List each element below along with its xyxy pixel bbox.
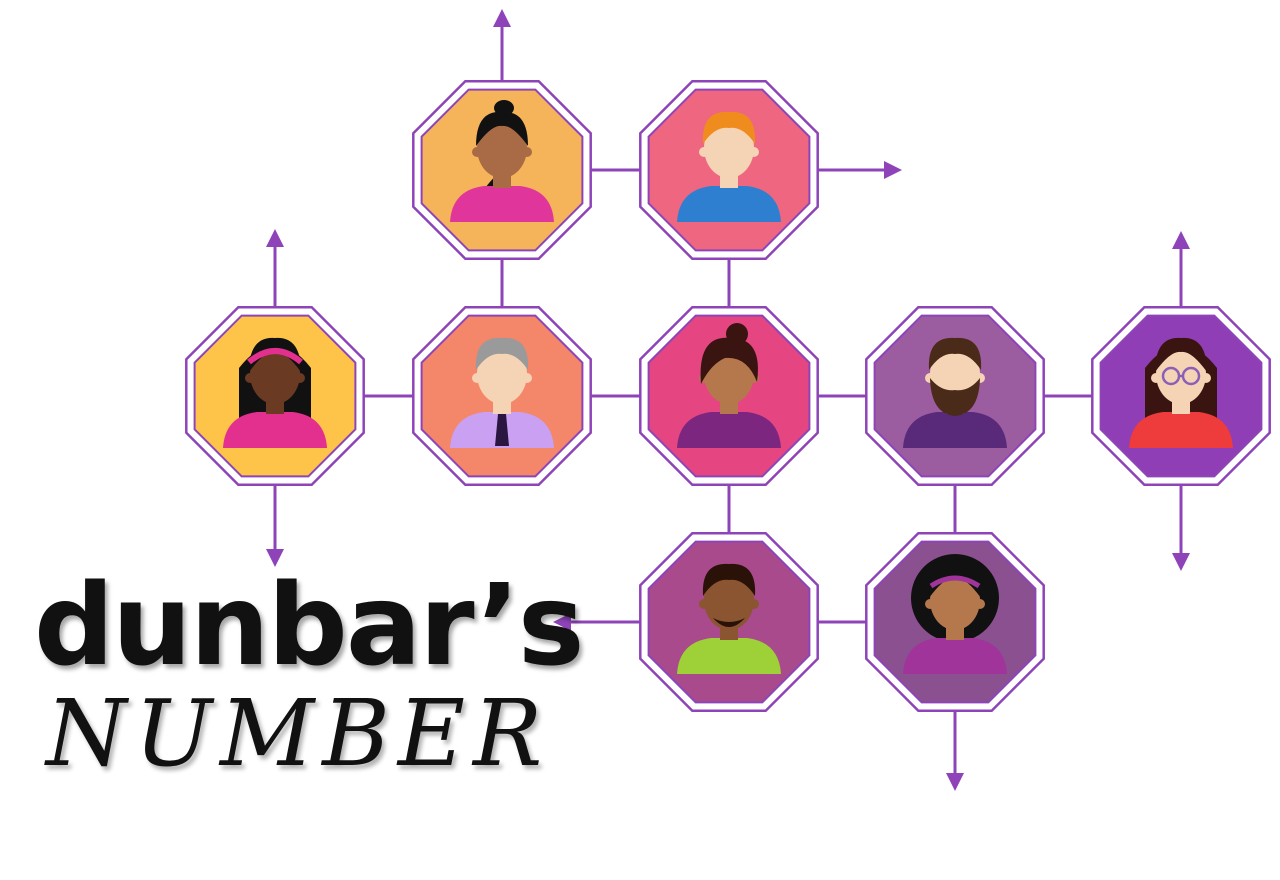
person-node-woman-ponytail [412,80,592,260]
person-avatar-icon [450,337,554,448]
title-number: NUMBER [46,680,551,787]
person-avatar-icon [677,323,781,448]
person-node-woman-glasses [1091,306,1271,486]
person-avatar-icon [677,111,781,222]
person-node-man-beard [865,306,1045,486]
person-avatar-icon [903,337,1007,448]
person-node-man-goatee [639,532,819,712]
person-node-woman-curly [865,532,1045,712]
person-avatar-icon [450,100,554,222]
title-dunbars: dunbar’s [34,561,585,691]
outward-arrows [266,9,1190,791]
person-avatar-icon [223,337,327,448]
person-node-man-redhead [639,80,819,260]
person-nodes [185,80,1271,712]
person-node-woman-bob [639,306,819,486]
person-avatar-icon [677,563,781,674]
person-node-man-grey-hair [412,306,592,486]
person-avatar-icon [903,554,1007,674]
person-node-woman-headband [185,306,365,486]
person-avatar-icon [1129,337,1233,448]
